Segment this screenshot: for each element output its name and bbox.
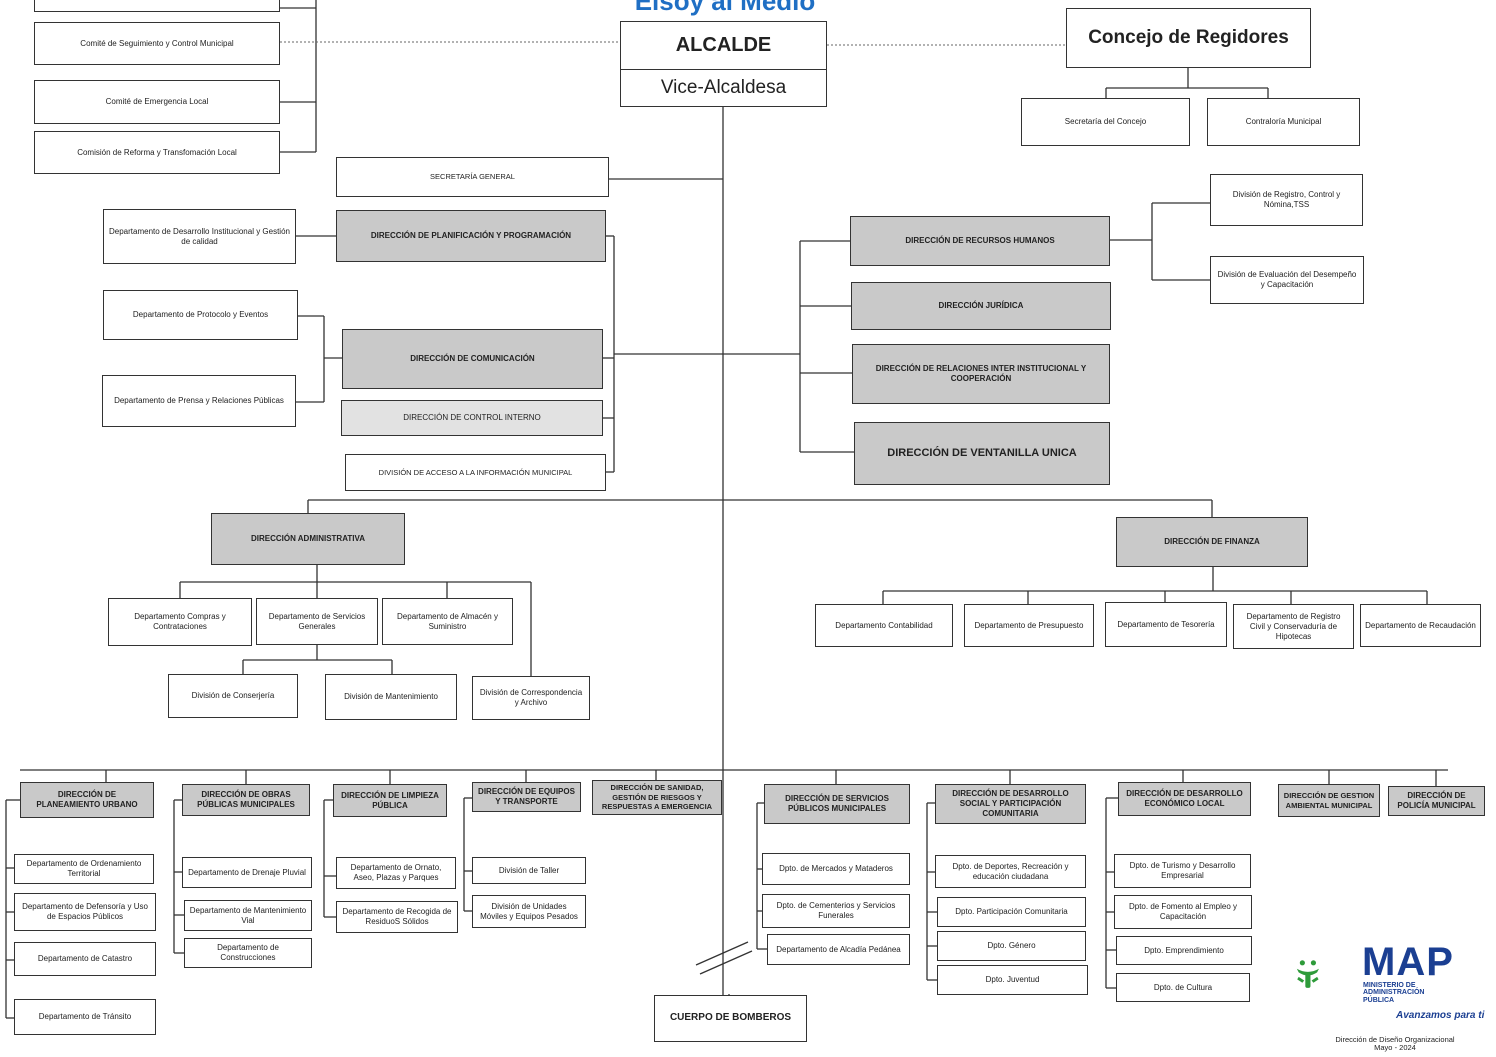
obras-depto: Departamento de Drenaje Pluvial (182, 857, 312, 888)
dir-limpieza-publica: DIRECCIÓN DE LIMPIEZA PÚBLICA (333, 784, 447, 817)
planeamiento-depto: Departamento de Catastro (14, 942, 156, 976)
dir-planificacion: DIRECCIÓN DE PLANIFICACIÓN Y PROGRAMACIÓ… (336, 210, 606, 262)
dir-policia-municipal: DIRECCIÓN DE POLICÍA MUNICIPAL (1388, 786, 1485, 816)
footer-line-2: Mayo - 2024 (1374, 1043, 1416, 1053)
logo-slogan: Avanzamos para ti (1396, 1010, 1485, 1021)
map-logo-icon (1296, 960, 1319, 988)
div-conserjeria: División de Conserjería (168, 674, 298, 718)
social-depto: Dpto. Género (937, 931, 1086, 961)
div-correspondencia: División de Correspondencia y Archivo (472, 676, 590, 720)
economico-depto: Dpto. Emprendimiento (1116, 936, 1252, 965)
economico-depto: Dpto. de Cultura (1116, 973, 1250, 1002)
dir-recursos-humanos: DIRECCIÓN DE RECURSOS HUMANOS (850, 216, 1110, 266)
dir-planeamiento-urbano: DIRECCIÓN DE PLANEAMIENTO URBANO (20, 782, 154, 818)
dir-equipos-transporte: DIRECCIÓN DE EQUIPOS Y TRANSPORTE (472, 782, 581, 812)
depto-prensa: Departamento de Prensa y Relaciones Públ… (102, 375, 296, 427)
planeamiento-depto: Departamento de Tránsito (14, 999, 156, 1035)
finanza-depto: Departamento de Recaudación (1360, 604, 1481, 647)
servicios-depto: Dpto. de Cementerios y Servicios Funeral… (762, 894, 910, 928)
social-depto: Dpto. Participación Comunitaria (937, 897, 1086, 927)
cuerpo-bomberos: CUERPO DE BOMBEROS (654, 995, 807, 1042)
finanza-depto: Departamento de Registro Civil y Conserv… (1233, 604, 1354, 649)
committee-box: Comité de Emergencia Local (34, 80, 280, 124)
social-depto: Dpto. Juventud (937, 965, 1088, 995)
limpieza-depto: Departamento de Ornato, Aseo, Plazas y P… (336, 857, 456, 889)
dir-juridica: DIRECCIÓN JURÍDICA (851, 282, 1111, 330)
committee-top-partial (34, 0, 280, 12)
dir-desarrollo-economico: DIRECCIÓN DE DESARROLLO ECONÓMICO LOCAL (1118, 782, 1251, 816)
finanza-depto: Departamento Contabilidad (815, 604, 953, 647)
admin-depto: Departamento de Servicios Generales (256, 598, 378, 645)
dir-desarrollo-social: DIRECCIÓN DE DESARROLLO SOCIAL Y PARTICI… (935, 784, 1086, 824)
dir-relaciones-interinstitucional: DIRECCIÓN DE RELACIONES INTER INSTITUCIO… (852, 344, 1110, 404)
dir-gestion-ambiental: DIRECCIÓN DE GESTION AMBIENTAL MUNICIPAL (1278, 784, 1380, 817)
economico-depto: Dpto. de Turismo y Desarrollo Empresaria… (1114, 854, 1251, 888)
dir-comunicacion: DIRECCIÓN DE COMUNICACIÓN (342, 329, 603, 389)
committee-box: Comité de Seguimiento y Control Municipa… (34, 22, 280, 65)
depto-protocolo: Departamento de Protocolo y Eventos (103, 290, 298, 340)
div-acceso-informacion: DIVISIÓN DE ACCESO A LA INFORMACIÓN MUNI… (345, 454, 606, 491)
div-registro-control: División de Registro, Control y Nómina,T… (1210, 174, 1363, 226)
concejo-regidores-box: Concejo de Regidores (1066, 8, 1311, 68)
finanza-depto: Departamento de Presupuesto (964, 604, 1094, 647)
obras-depto: Departamento de Construcciones (184, 938, 312, 968)
dir-finanza: DIRECCIÓN DE FINANZA (1116, 517, 1308, 567)
secretaria-concejo-box: Secretaría del Concejo (1021, 98, 1190, 146)
planeamiento-depto: Departamento de Defensoría y Uso de Espa… (14, 893, 156, 931)
vice-alcaldesa-box: Vice-Alcaldesa (620, 69, 827, 107)
planeamiento-depto: Departamento de Ordenamiento Territorial (14, 854, 154, 884)
finanza-depto: Departamento de Tesorería (1105, 602, 1227, 647)
admin-depto: Departamento Compras y Contrataciones (108, 598, 252, 646)
dir-obras-publicas: DIRECCIÓN DE OBRAS PÚBLICAS MUNICIPALES (182, 784, 310, 816)
logo-name: MAP (1362, 940, 1454, 984)
equipos-division: División de Taller (472, 857, 586, 884)
alcalde-box: ALCALDE (620, 21, 827, 70)
servicios-depto: Departamento de Alcadía Pedánea (767, 934, 910, 965)
social-depto: Dpto. de Deportes, Recreación y educació… (935, 855, 1086, 888)
obras-depto: Departamento de Mantenimiento Vial (184, 900, 312, 931)
depto-desarrollo-institucional: Departamento de Desarrollo Institucional… (103, 209, 296, 264)
dir-administrativa: DIRECCIÓN ADMINISTRATIVA (211, 513, 405, 565)
dir-sanidad-riesgos: DIRECCIÓN DE SANIDAD, GESTIÓN DE RIESGOS… (592, 780, 722, 815)
footer-credit: Dirección de Diseño Organizacional Mayo … (1300, 1035, 1490, 1053)
dir-ventanilla-unica: DIRECCIÓN DE VENTANILLA UNICA (854, 422, 1110, 485)
committee-box: Comisión de Reforma y Transfomación Loca… (34, 131, 280, 174)
logo-subtitle: MINISTERIO DE ADMINISTRACIÓN PÚBLICA (1363, 982, 1425, 1004)
admin-depto: Departamento de Almacén y Suministro (382, 598, 513, 645)
chart-header-title: Elsoy al Medio (634, 0, 816, 16)
equipos-division: División de Unidades Móviles y Equipos P… (472, 895, 586, 928)
secretaria-general-box: SECRETARÍA GENERAL (336, 157, 609, 197)
contraloria-box: Contraloría Municipal (1207, 98, 1360, 146)
servicios-depto: Dpto. de Mercados y Mataderos (762, 853, 910, 885)
dir-servicios-publicos: DIRECCIÓN DE SERVICIOS PÚBLICOS MUNICIPA… (764, 784, 910, 824)
economico-depto: Dpto. de Fomento al Empleo y Capacitació… (1114, 895, 1252, 929)
dir-control-interno: DIRECCIÓN DE CONTROL INTERNO (341, 400, 603, 436)
div-mantenimiento: División de Mantenimiento (325, 674, 457, 720)
footer-line-1: Dirección de Diseño Organizacional (1335, 1035, 1455, 1044)
limpieza-depto: Departamento de Recogida de ResiduoS Sól… (336, 901, 458, 933)
div-evaluacion-desempeno: División de Evaluación del Desempeño y C… (1210, 256, 1364, 304)
